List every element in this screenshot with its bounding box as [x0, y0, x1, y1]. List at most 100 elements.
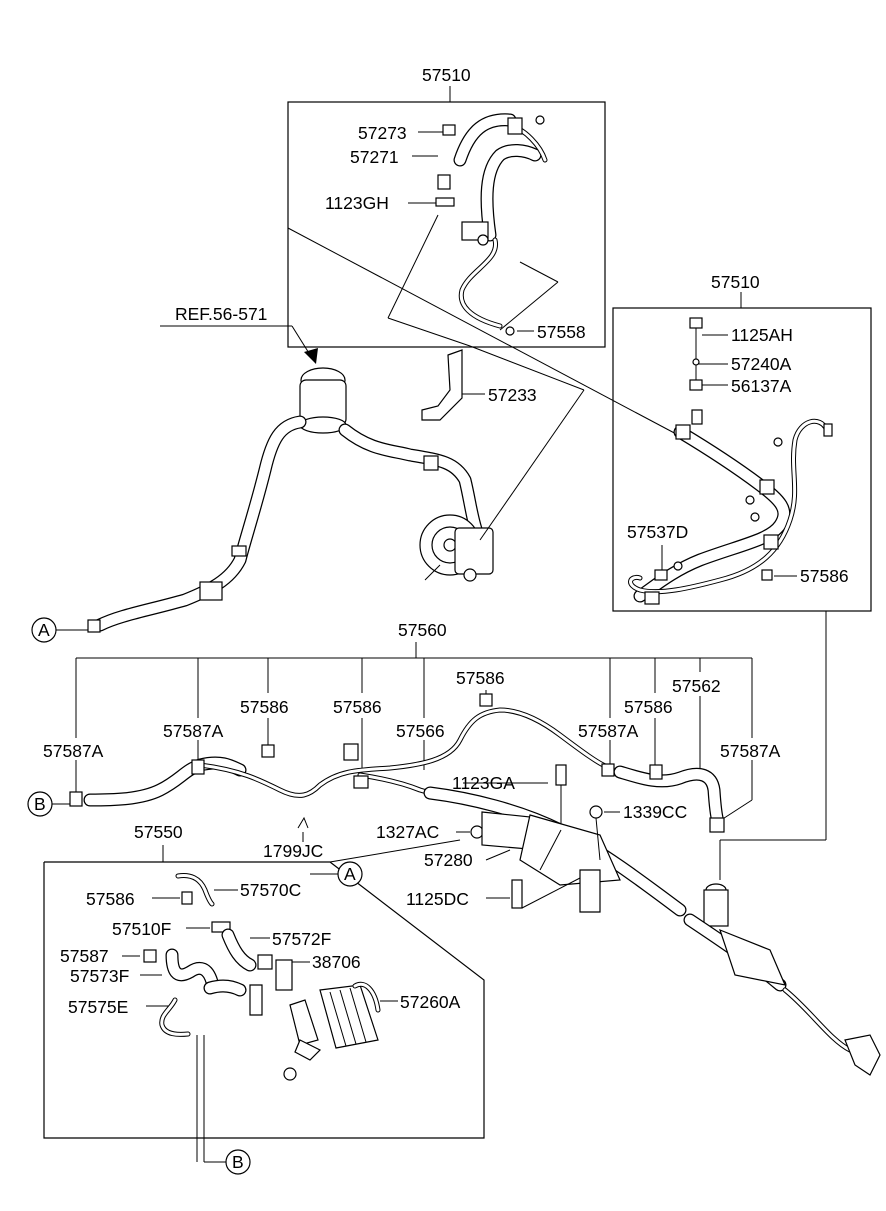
- ref-circle-a-top[interactable]: A: [31, 617, 88, 643]
- circle-a-box-label: A: [344, 864, 356, 884]
- label-57587[interactable]: 57587: [60, 946, 109, 966]
- ref-circle-a-box[interactable]: A: [310, 861, 363, 887]
- nut-icon: [535, 115, 545, 125]
- clip-57586-icon: [261, 744, 275, 758]
- washer-57240A-icon: [692, 358, 700, 366]
- group-reservoir-pump: REF.56-571 57233: [87, 304, 585, 633]
- clamp-57587A-icon: [69, 791, 83, 807]
- bolt-icon: [283, 1067, 297, 1081]
- clip-57586-icon: [761, 569, 773, 581]
- circle-b-label: B: [34, 794, 46, 814]
- circle-a-label: A: [38, 620, 50, 640]
- clamp-icon: [257, 954, 273, 970]
- clamp-icon: [249, 984, 263, 1016]
- clamp-57587A-icon: [601, 763, 615, 777]
- label-57271[interactable]: 57271: [350, 147, 399, 167]
- label-57558[interactable]: 57558: [537, 322, 586, 342]
- clip-57586-icon: [649, 764, 663, 780]
- label-1799JC[interactable]: 1799JC: [263, 841, 323, 861]
- rack-mount-57280-icon: [519, 814, 621, 886]
- clamp-57587A-icon: [191, 759, 205, 775]
- clamp-57587A-icon: [709, 817, 725, 833]
- label-57586-c[interactable]: 57586: [456, 668, 505, 688]
- pump-body-icon: [454, 527, 494, 575]
- bracket-38706-icon: [275, 959, 293, 991]
- label-57537D[interactable]: 57537D: [627, 522, 688, 542]
- label-1339CC[interactable]: 1339CC: [623, 802, 687, 822]
- label-57587A-4[interactable]: 57587A: [720, 741, 781, 761]
- label-57570C[interactable]: 57570C: [240, 880, 301, 900]
- box-57550: [43, 861, 485, 1139]
- label-1125DC[interactable]: 1125DC: [406, 889, 469, 909]
- clip-1799JC-icon: [297, 816, 309, 829]
- label-57280[interactable]: 57280: [424, 850, 473, 870]
- bracket-57233-icon: [421, 349, 463, 421]
- label-57562[interactable]: 57562: [672, 676, 721, 696]
- label-57260A[interactable]: 57260A: [400, 992, 461, 1012]
- label-57550[interactable]: 57550: [134, 822, 183, 842]
- label-57510F[interactable]: 57510F: [112, 919, 171, 939]
- bracket-icon: [579, 869, 601, 913]
- bolt-1125AH-icon: [689, 317, 703, 329]
- label-1123GA[interactable]: 1123GA: [452, 773, 515, 793]
- label-57587A-3[interactable]: 57587A: [578, 721, 639, 741]
- ref-circle-b-bottom[interactable]: B: [196, 1035, 251, 1175]
- nut-1327AC-icon: [470, 825, 484, 839]
- label-56137A[interactable]: 56137A: [731, 376, 792, 396]
- clamp-icon: [211, 921, 231, 933]
- label-57575E[interactable]: 57575E: [68, 997, 128, 1017]
- label-57510-top[interactable]: 57510: [422, 65, 471, 85]
- grommet-56137A-icon: [689, 379, 703, 391]
- group-57560: 57560 57587A 57587A 57586 57586 57566 57…: [43, 620, 781, 861]
- group-steering-rack: 1123GA 1339CC 1327AC 57280 1125DC: [376, 764, 881, 1076]
- label-57240A[interactable]: 57240A: [731, 354, 792, 374]
- label-57587A-1[interactable]: 57587A: [43, 741, 104, 761]
- label-38706[interactable]: 38706: [312, 952, 361, 972]
- clip-57586-icon: [479, 693, 493, 707]
- label-57586-right[interactable]: 57586: [800, 566, 849, 586]
- label-57587A-2[interactable]: 57587A: [163, 721, 224, 741]
- label-57586-box[interactable]: 57586: [86, 889, 135, 909]
- bolt-1125DC-icon: [511, 879, 523, 909]
- fitting-icon: [675, 424, 691, 440]
- arrow-icon: [304, 348, 318, 364]
- circle-b-bottom-label: B: [232, 1152, 244, 1172]
- clamp-57587-icon: [143, 949, 157, 963]
- label-57233[interactable]: 57233: [488, 385, 537, 405]
- sleeve-icon: [199, 581, 223, 601]
- clip-57537D-icon: [654, 569, 668, 581]
- clamp-icon: [763, 534, 779, 550]
- bracket-icon: [691, 409, 703, 425]
- clamp-icon: [423, 455, 439, 471]
- bracket-icon: [289, 999, 319, 1046]
- label-57586-a[interactable]: 57586: [240, 697, 289, 717]
- label-57566[interactable]: 57566: [396, 721, 445, 741]
- label-57560[interactable]: 57560: [398, 620, 447, 640]
- label-ref-56-571[interactable]: REF.56-571: [175, 304, 267, 324]
- label-57586-d[interactable]: 57586: [624, 697, 673, 717]
- label-1123GH[interactable]: 1123GH: [325, 193, 389, 213]
- fitting-icon: [644, 591, 660, 605]
- rack-boot-right-icon: [719, 928, 787, 986]
- label-57586-b[interactable]: 57586: [333, 697, 382, 717]
- clip-57586-icon: [181, 891, 193, 905]
- bolt-1123GH-icon: [435, 197, 455, 207]
- group-57510-right: 57510 1125AH 57240A 56137A 57537D 57586: [612, 272, 872, 612]
- label-57572F[interactable]: 57572F: [272, 929, 331, 949]
- label-57510-right[interactable]: 57510: [711, 272, 760, 292]
- label-1327AC[interactable]: 1327AC: [376, 822, 439, 842]
- ref-circle-b-left[interactable]: B: [27, 791, 70, 817]
- clamp-icon: [759, 479, 775, 495]
- clip-57273-icon: [442, 124, 456, 136]
- box-57510-top: [287, 101, 606, 348]
- oil-cooler-57260A-icon: [319, 984, 379, 1049]
- oring-57558-icon: [505, 326, 515, 336]
- label-57573F[interactable]: 57573F: [70, 966, 129, 986]
- clip-icon: [343, 743, 359, 761]
- label-1125AH[interactable]: 1125AH: [731, 325, 793, 345]
- clip-57586-icon: [353, 775, 369, 789]
- group-57510-top: 57510 57273 57271 1123GH 57558: [287, 65, 606, 348]
- washer-icon: [477, 234, 489, 246]
- label-57273[interactable]: 57273: [358, 123, 407, 143]
